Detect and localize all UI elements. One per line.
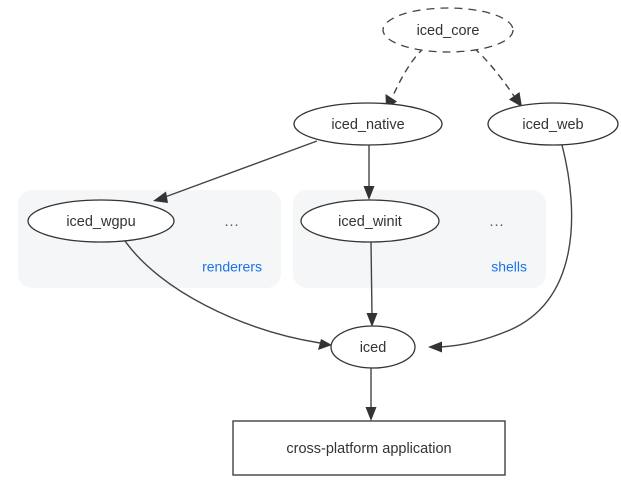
edge-web-to-iced (428, 144, 573, 353)
edge-native-to-wgpu-arrowhead (153, 191, 168, 203)
node-iced-web[interactable]: iced_web (487, 102, 619, 146)
renderers-ellipsis: ... (224, 214, 239, 230)
node-iced-winit[interactable]: iced_winit (300, 199, 440, 243)
node-iced-wgpu-shape[interactable] (27, 199, 175, 243)
edge-iced-to-app (365, 368, 377, 421)
shells-ellipsis: ... (489, 214, 504, 230)
node-iced-label: iced (360, 340, 387, 356)
node-iced-native-shape[interactable] (293, 102, 443, 146)
edge-core-to-native-path (391, 47, 425, 99)
node-iced-shape[interactable] (330, 325, 416, 369)
edge-wgpu-to-iced (124, 240, 332, 350)
node-application[interactable]: cross-platform application (232, 420, 506, 476)
node-iced-core-label: iced_core (417, 23, 480, 39)
edge-native-to-wgpu (153, 140, 318, 203)
edge-core-to-native (385, 47, 425, 109)
cluster-shells-label: shells (491, 259, 527, 275)
node-iced-native[interactable]: iced_native (293, 102, 443, 146)
edge-iced-to-app-arrowhead (365, 407, 377, 421)
node-iced-winit-label: iced_winit (338, 214, 402, 230)
node-iced-wgpu-label: iced_wgpu (66, 214, 135, 230)
edge-native-to-winit-arrowhead (363, 186, 375, 200)
edge-core-to-web-path (473, 47, 515, 97)
node-iced-web-shape[interactable] (487, 102, 619, 146)
edge-native-to-winit (363, 145, 375, 200)
node-iced-native-label: iced_native (331, 117, 404, 133)
edge-core-to-web (473, 47, 522, 107)
edge-winit-to-iced (366, 241, 378, 327)
edge-wgpu-to-iced-path (124, 240, 321, 344)
node-application-label: cross-platform application (286, 441, 451, 457)
edge-winit-to-iced-arrowhead (366, 313, 378, 327)
node-iced-winit-shape[interactable] (300, 199, 440, 243)
edge-winit-to-iced-path (370, 241, 373, 317)
edge-core-to-web-arrowhead (509, 92, 522, 107)
cluster-renderers-label: renderers (202, 259, 262, 275)
node-iced[interactable]: iced (330, 325, 416, 369)
node-iced-core-shape[interactable] (382, 7, 514, 53)
edge-native-to-wgpu-path (164, 140, 318, 198)
edge-wgpu-to-iced-arrowhead (318, 339, 332, 350)
edge-web-to-iced-path (439, 144, 573, 348)
node-iced-wgpu[interactable]: iced_wgpu (27, 199, 175, 243)
node-application-shape[interactable] (232, 420, 506, 476)
node-iced-core[interactable]: iced_core (382, 7, 514, 53)
edge-web-to-iced-arrowhead (428, 341, 442, 353)
node-iced-web-label: iced_web (522, 117, 583, 133)
